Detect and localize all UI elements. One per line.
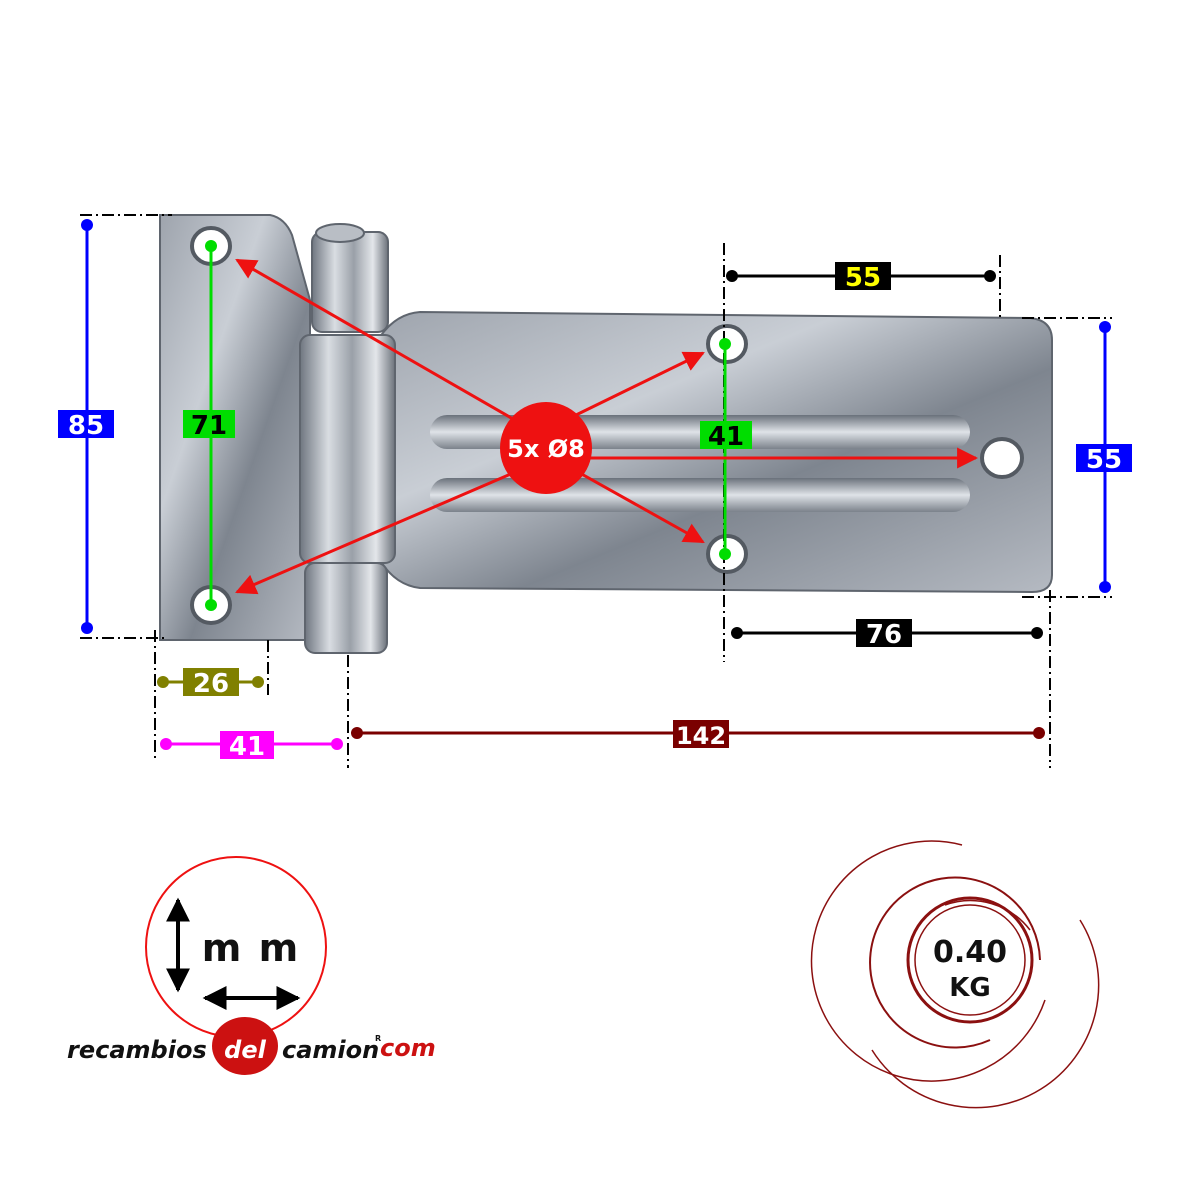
- brand-logo: recambios del camion R com: [67, 1017, 436, 1075]
- dim-label-55-right: 55: [1086, 445, 1122, 475]
- dim-left-leaf-width: 41: [160, 731, 343, 762]
- dim-label-71: 71: [191, 411, 227, 441]
- dim-label-26: 26: [193, 669, 229, 699]
- dim-bottom-hole-offset: 76: [731, 619, 1043, 650]
- hole-right-end: [980, 437, 1024, 479]
- logo-registered: R: [375, 1034, 381, 1043]
- logo-part3: camion: [282, 1036, 379, 1064]
- dim-label-76: 76: [866, 620, 902, 650]
- weight-value: 0.40: [933, 935, 1007, 970]
- dim-top-hole-offset: 55: [726, 262, 996, 293]
- rib-bottom: [430, 478, 970, 512]
- logo-part2: del: [224, 1036, 266, 1064]
- knuckle-bottom: [304, 562, 388, 654]
- holes-callout-label: 5x Ø8: [507, 435, 585, 463]
- holes-callout: 5x Ø8: [235, 258, 979, 595]
- logo-ball: [212, 1017, 278, 1075]
- pin-head: [315, 223, 365, 243]
- knuckle-top: [311, 231, 389, 333]
- dim-label-85: 85: [68, 411, 104, 441]
- dim-label-142: 142: [676, 722, 726, 750]
- dim-plate-height: 55: [1076, 321, 1132, 593]
- dim-left-leaf-hole-offset: 26: [157, 668, 264, 699]
- weight-unit: KG: [949, 973, 991, 1003]
- dim-right-leaf-length: 142: [351, 720, 1045, 750]
- dim-label-41-right: 41: [708, 422, 744, 452]
- logo-part1: recambios: [67, 1036, 207, 1064]
- dim-overall-height: 85: [58, 219, 114, 634]
- logo-suffix: com: [380, 1034, 436, 1062]
- units-label: m m: [202, 926, 300, 970]
- holes-callout-badge: [500, 402, 592, 494]
- dim-hole-spacing-left: 71: [183, 240, 235, 611]
- dim-hole-spacing-right: 41: [700, 338, 752, 560]
- units-badge: m m: [145, 856, 327, 1038]
- right-leaf: [373, 310, 1053, 594]
- hinge-image: [159, 214, 1053, 654]
- weight-badge: [810, 840, 1100, 1109]
- dim-label-55-top: 55: [845, 263, 881, 293]
- dim-label-41-bottom: 41: [229, 732, 265, 762]
